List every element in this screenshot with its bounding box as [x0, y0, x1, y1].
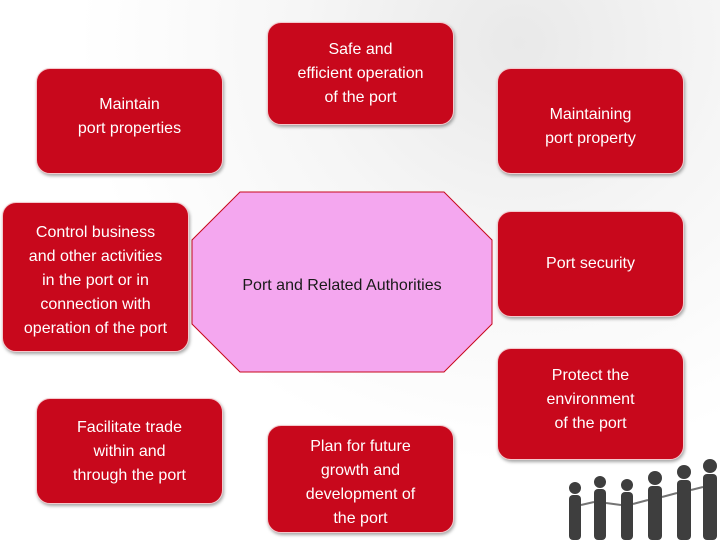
box-protect-environment: Protect the environment of the port — [497, 348, 684, 460]
box-maintaining-port-property: Maintaining port property — [497, 68, 684, 174]
box-line: the port — [333, 510, 388, 527]
box-line: of the port — [324, 89, 397, 106]
box-line: Maintaining — [549, 106, 632, 123]
box-line: of the port — [554, 415, 627, 432]
center-label: Port and Related Authorities — [242, 277, 442, 294]
box-line: Port security — [546, 255, 635, 272]
person-silhouette — [569, 482, 581, 540]
box-line: port property — [545, 130, 636, 147]
box-line: connection with — [40, 296, 151, 313]
box-line: Maintain — [99, 96, 160, 113]
box-line: within and — [93, 443, 166, 460]
box-line: growth and — [320, 462, 401, 479]
box-line: in the port or in — [42, 272, 149, 289]
box-port-security: Port security — [497, 211, 684, 317]
box-safe-efficient-operation: Safe and efficient operation of the port — [267, 22, 454, 125]
box-facilitate-trade: Facilitate trade within and through the … — [36, 398, 223, 504]
box-line: through the port — [73, 467, 186, 484]
box-line: and other activities — [28, 248, 163, 265]
box-line: Protect the — [551, 367, 630, 384]
box-line: Facilitate trade — [77, 419, 182, 436]
box-line: environment — [546, 391, 635, 408]
box-line: port properties — [77, 120, 182, 137]
box-line: Plan for future — [310, 438, 411, 455]
box-line: operation of the port — [23, 320, 168, 337]
octagon-shape — [191, 191, 493, 373]
person-silhouette — [594, 476, 606, 540]
person-silhouette — [703, 459, 717, 540]
box-control-business: Control business and other activities in… — [2, 202, 189, 352]
box-plan-future-growth: Plan for future growth and development o… — [267, 425, 454, 533]
person-silhouette — [621, 479, 633, 540]
person-silhouette — [677, 465, 691, 540]
box-maintain-port-properties: Maintain port properties — [36, 68, 223, 174]
box-line: Safe and — [328, 41, 393, 58]
box-line: development of — [305, 486, 416, 503]
person-silhouette — [648, 471, 662, 540]
box-line: Control business — [35, 224, 156, 241]
box-line: efficient operation — [297, 65, 424, 82]
